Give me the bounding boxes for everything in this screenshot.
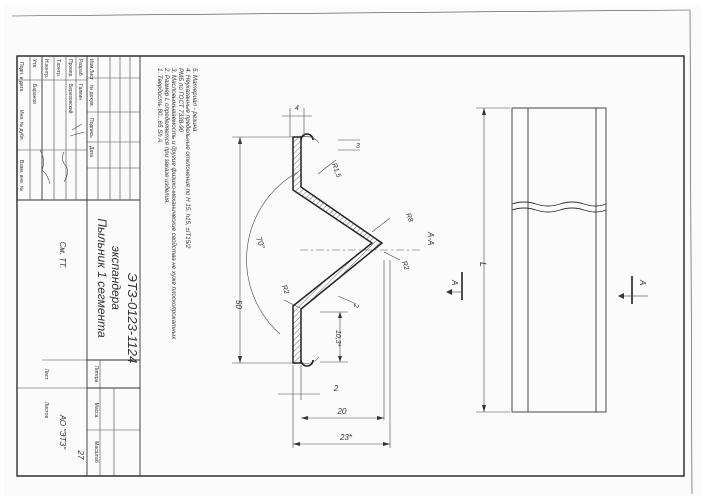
- dim-r2-left: R2: [280, 284, 290, 295]
- change-headers: Изм. Лист № докум. Подпись Дата: [88, 59, 94, 157]
- svg-text:Н.контр.: Н.контр.: [43, 59, 49, 78]
- svg-text:Березовский: Березовский: [67, 84, 74, 114]
- names-column: Галкин Березовский Баранов: [31, 84, 83, 114]
- svg-text:Инв. № дубл.: Инв. № дубл.: [18, 110, 24, 141]
- col-masshtab: Масштаб: [93, 441, 99, 463]
- dim-wall: 2: [352, 303, 359, 308]
- dim-bottom: 2: [333, 384, 339, 393]
- break-line-2: [511, 207, 607, 213]
- svg-text:Изм.: Изм.: [88, 59, 94, 70]
- svg-text:А: А: [638, 279, 647, 285]
- technical-notes: 1. Твердость 60...65 Sh A. 2. Размер L о…: [156, 67, 198, 340]
- material: См. ТТ.: [58, 242, 67, 269]
- svg-text:Разраб.: Разраб.: [77, 59, 83, 77]
- svg-text:Подп. и дата: Подп. и дата: [18, 62, 24, 92]
- signature-3: [69, 123, 85, 137]
- dim-10-3: 10,3*: [334, 330, 341, 347]
- svg-text:РМБ по ГОСТ 7338-90: РМБ по ГОСТ 7338-90: [177, 68, 184, 133]
- col-listov: Листов: [43, 402, 49, 419]
- dim-height: 50: [234, 300, 243, 309]
- bottom-lip: [300, 359, 314, 367]
- svg-text:Т.контр.: Т.контр.: [55, 59, 61, 77]
- company-name: АО "ЭТЗ": [58, 414, 67, 450]
- col-list: Лист: [43, 369, 49, 381]
- dim-r15: R1,5: [330, 162, 342, 178]
- side-view: L: [476, 107, 607, 413]
- part-name-line1: Пыльник 1 сегмента: [95, 218, 109, 338]
- dim-23: 23*: [339, 433, 353, 442]
- dim-20: 20: [337, 407, 347, 416]
- drawing-code: ЭТЗ-0123-1124: [125, 273, 140, 363]
- svg-text:1. Твердость 60...65 Sh A.: 1. Твердость 60...65 Sh A.: [156, 68, 163, 144]
- svg-text:4. Неуказанные предельные откл: 4. Неуказанные предельные отклонения по …: [184, 68, 191, 249]
- section-marker-left: А: [446, 272, 463, 300]
- right-edge: [689, 9, 693, 495]
- col-massa: Масса: [93, 403, 99, 418]
- dim-top-offset: 3: [356, 143, 360, 150]
- section-profile: 4 3 R1,5 R8 R2 R2 2 10,3* 70° 50 2: [232, 105, 435, 448]
- dim-top-width: 4: [295, 105, 299, 112]
- svg-text:3. Масловымываемость и другие: 3. Масловымываемость и другие физико-мех…: [170, 68, 177, 340]
- sheet-count: 27: [76, 450, 85, 460]
- section-marker-right: А: [618, 276, 648, 304]
- dim-r8: R8: [404, 212, 414, 223]
- section-label: А-А: [426, 231, 435, 245]
- strip-outline: [511, 107, 607, 413]
- svg-text:Провер.: Провер.: [67, 59, 73, 78]
- svg-text:Подпись: Подпись: [88, 118, 94, 138]
- svg-text:5. Материал - резина.: 5. Материал - резина.: [191, 68, 198, 133]
- svg-text:Лист: Лист: [88, 69, 94, 81]
- side-labels: Подп. и дата Инв. № дубл. Взам. инв. №: [18, 62, 24, 191]
- svg-text:Утв.: Утв.: [31, 59, 37, 69]
- svg-text:Галкин: Галкин: [77, 84, 83, 100]
- top-lip: [300, 133, 314, 141]
- part-name-line2: экспандера: [109, 246, 123, 310]
- break-line-1: [511, 201, 607, 207]
- title-block: ЭТЗ-0123-1124 Пыльник 1 сегмента экспанд…: [16, 56, 141, 476]
- role-column: Разраб. Провер. Т.контр. Н.контр. Утв.: [31, 59, 83, 78]
- dim-length: L: [478, 262, 488, 267]
- top-edge: [11, 9, 691, 17]
- svg-text:№ докум.: № докум.: [88, 85, 94, 107]
- angle-arc: [246, 171, 299, 335]
- svg-text:А: А: [450, 279, 459, 285]
- col-litera: Литера: [93, 366, 99, 383]
- svg-text:Взам. инв. №: Взам. инв. №: [18, 160, 24, 191]
- svg-text:Дата: Дата: [88, 146, 94, 157]
- signature-2: [62, 151, 68, 183]
- signature-1: [39, 149, 51, 185]
- svg-text:Баранов: Баранов: [31, 84, 37, 104]
- dim-angle: 70°: [254, 236, 267, 251]
- svg-text:2. Размер L определяется при з: 2. Размер L определяется при заказе изде…: [163, 67, 170, 204]
- dim-r2-right: R2: [400, 260, 410, 271]
